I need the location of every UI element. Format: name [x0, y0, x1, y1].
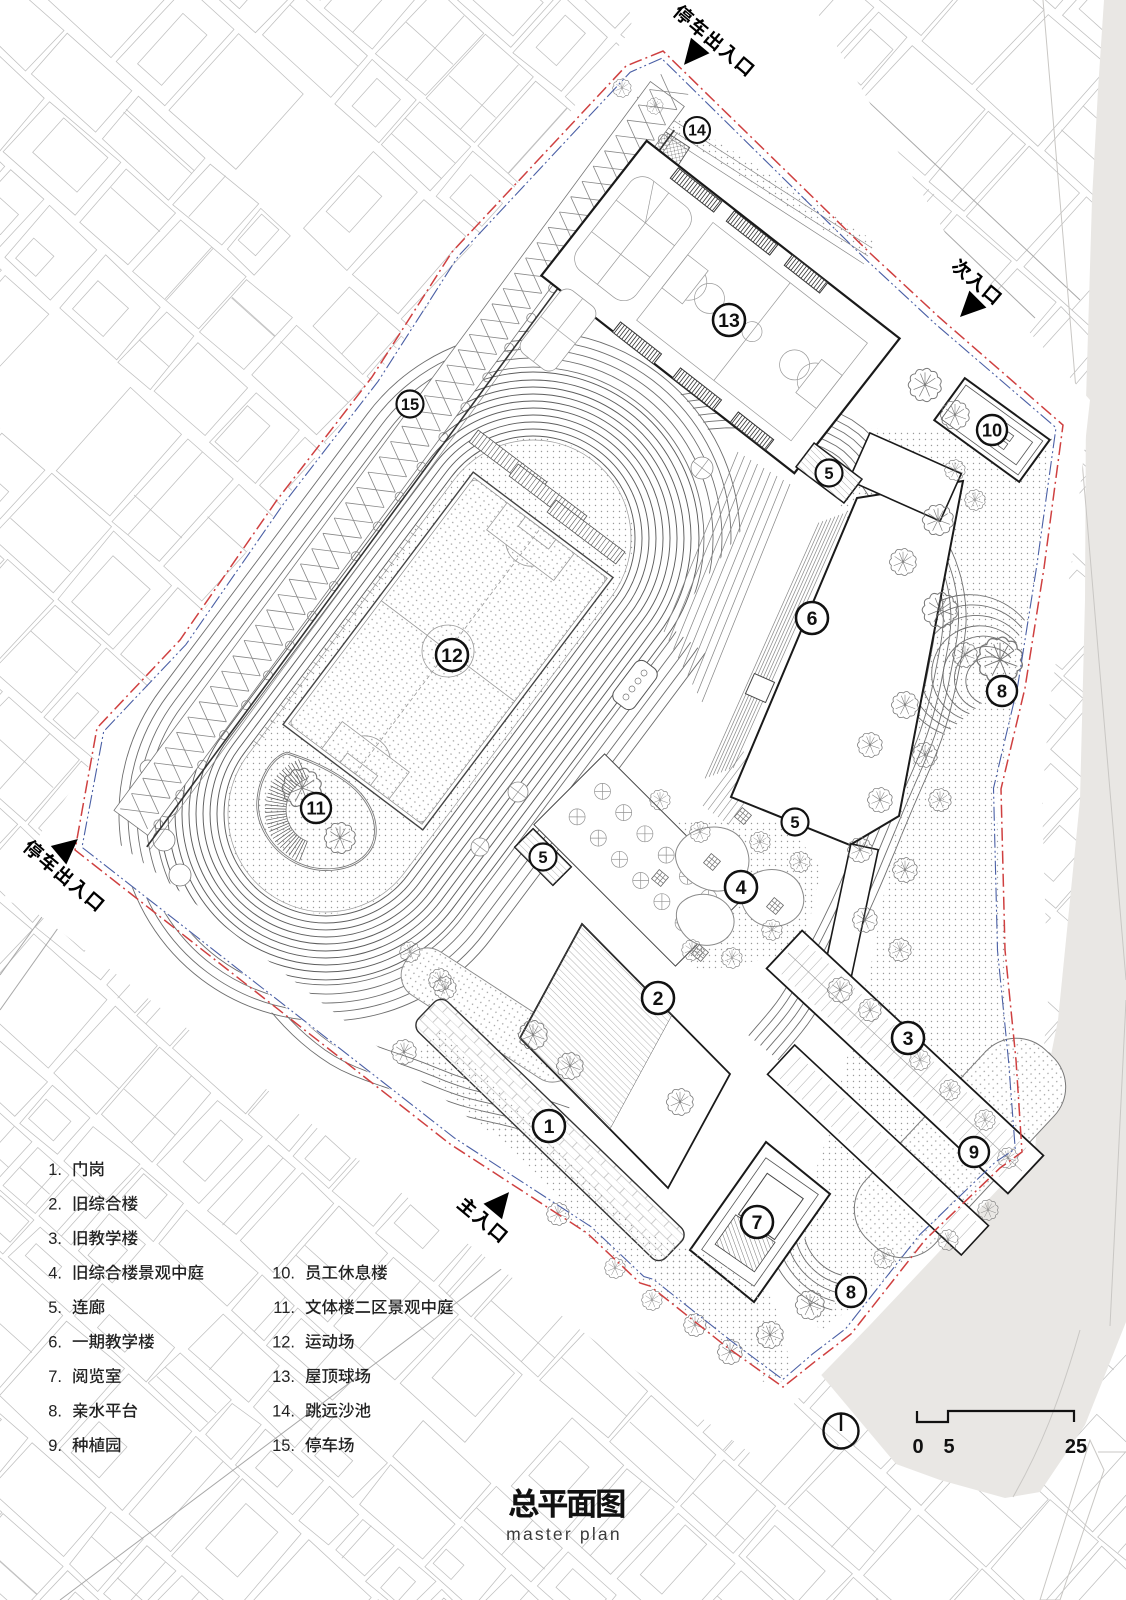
- svg-text:1: 1: [544, 1116, 555, 1138]
- svg-text:3.: 3.: [48, 1230, 62, 1248]
- svg-text:8.: 8.: [48, 1403, 62, 1421]
- svg-text:2: 2: [653, 988, 664, 1010]
- svg-text:4: 4: [736, 877, 747, 899]
- svg-text:1.: 1.: [48, 1161, 62, 1179]
- svg-text:25: 25: [1065, 1436, 1087, 1458]
- svg-text:6: 6: [807, 608, 818, 630]
- svg-text:10: 10: [982, 420, 1002, 441]
- svg-text:6.: 6.: [48, 1334, 62, 1352]
- svg-text:13: 13: [718, 310, 740, 332]
- svg-text:0: 0: [912, 1436, 923, 1458]
- svg-text:7: 7: [752, 1212, 763, 1234]
- svg-text:12: 12: [441, 645, 463, 667]
- svg-text:8: 8: [997, 681, 1007, 702]
- svg-text:13.: 13.: [272, 1368, 295, 1386]
- svg-text:15: 15: [401, 396, 419, 414]
- svg-text:5: 5: [538, 849, 547, 867]
- svg-text:15.: 15.: [272, 1437, 295, 1455]
- svg-text:5: 5: [790, 814, 799, 832]
- svg-text:2.: 2.: [48, 1196, 62, 1214]
- svg-text:14.: 14.: [272, 1403, 295, 1421]
- svg-text:4.: 4.: [48, 1265, 62, 1283]
- svg-text:11: 11: [306, 798, 325, 819]
- svg-text:12.: 12.: [272, 1334, 295, 1352]
- svg-text:master plan: master plan: [506, 1524, 622, 1544]
- svg-text:7.: 7.: [48, 1368, 62, 1386]
- svg-text:10.: 10.: [272, 1265, 295, 1283]
- svg-text:5: 5: [824, 465, 833, 483]
- svg-text:8: 8: [846, 1282, 856, 1303]
- svg-text:9: 9: [969, 1142, 979, 1163]
- svg-text:5.: 5.: [48, 1299, 62, 1317]
- svg-text:11.: 11.: [273, 1299, 295, 1317]
- svg-text:14: 14: [688, 123, 706, 140]
- svg-text:3: 3: [903, 1028, 914, 1050]
- svg-text:9.: 9.: [48, 1437, 62, 1455]
- svg-text:5: 5: [943, 1436, 954, 1458]
